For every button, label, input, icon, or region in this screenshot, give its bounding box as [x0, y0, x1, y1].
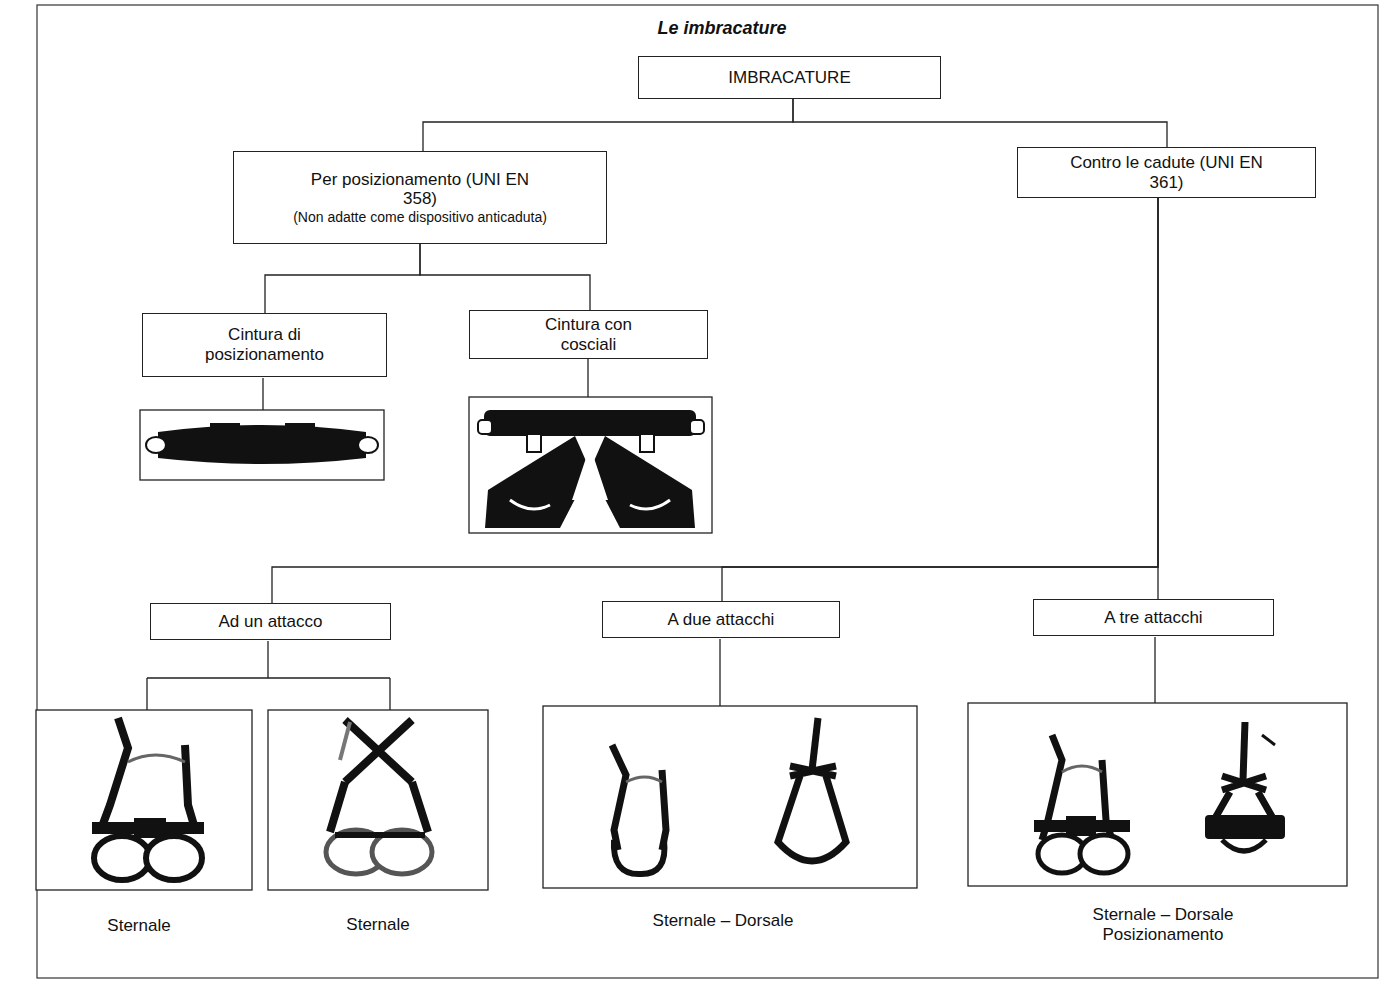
- category-box: A tre attacchi: [1033, 599, 1274, 636]
- photo-frames: [36, 397, 1347, 890]
- tree-connector: [272, 198, 1158, 603]
- category-box: Ad un attacco: [150, 603, 391, 640]
- box-heading: IMBRACATURE: [728, 68, 850, 88]
- harness-illustration: [92, 718, 204, 880]
- category-box: IMBRACATURE: [638, 56, 941, 99]
- photo-frame: [36, 710, 252, 890]
- tree-connector: [265, 244, 420, 313]
- photo-frame: [140, 410, 384, 480]
- box-heading: Ad un attacco: [219, 612, 323, 632]
- harness-illustration: [612, 745, 666, 874]
- harness-illustration: [1034, 735, 1130, 873]
- tree-connector: [420, 244, 590, 310]
- leader-line: [719, 639, 720, 706]
- category-box: Per posizionamento (UNI EN 358)(Non adat…: [233, 151, 607, 244]
- leader-line: [587, 359, 588, 397]
- harness-illustration: [778, 718, 846, 861]
- caption-label: Sternale: [49, 916, 229, 936]
- photo-frame: [268, 710, 488, 890]
- photo-frame: [469, 397, 712, 533]
- box-heading: A due attacchi: [668, 610, 775, 630]
- belt-illustration: [146, 423, 378, 464]
- box-heading: Cintura con cosciali: [524, 315, 654, 354]
- page-frame: [37, 5, 1378, 978]
- category-box: Cintura con cosciali: [469, 310, 708, 359]
- category-box: A due attacchi: [602, 601, 840, 638]
- diagram-title: Le imbracature: [522, 18, 922, 40]
- box-heading: Contro le cadute (UNI EN 361): [1067, 153, 1267, 192]
- caption-label: Sternale: [288, 915, 468, 935]
- caption-label: Sternale – Dorsale Posizionamento: [1063, 905, 1263, 946]
- category-box: Cintura di posizionamento: [142, 313, 387, 377]
- box-heading: A tre attacchi: [1104, 608, 1202, 628]
- harness-illustration: [1205, 722, 1285, 851]
- harness-illustration: [326, 720, 432, 874]
- tree-connector: [793, 99, 1167, 147]
- tree-connector: [722, 198, 1158, 601]
- box-heading: Cintura di posizionamento: [170, 325, 360, 364]
- category-box: Contro le cadute (UNI EN 361): [1017, 147, 1316, 198]
- leader-line: [262, 378, 263, 410]
- photo-frame: [543, 706, 917, 888]
- leader-line: [147, 641, 390, 710]
- box-note: (Non adatte come dispositivo anticaduta): [293, 209, 547, 225]
- leader-line: [1154, 637, 1155, 703]
- photo-frame: [968, 703, 1347, 886]
- tree-connector: [1157, 198, 1158, 599]
- caption-label: Sternale – Dorsale: [603, 911, 843, 931]
- tree-connector: [423, 99, 793, 151]
- box-heading: Per posizionamento (UNI EN 358): [305, 170, 535, 209]
- sit-harness-illustration: [478, 410, 704, 528]
